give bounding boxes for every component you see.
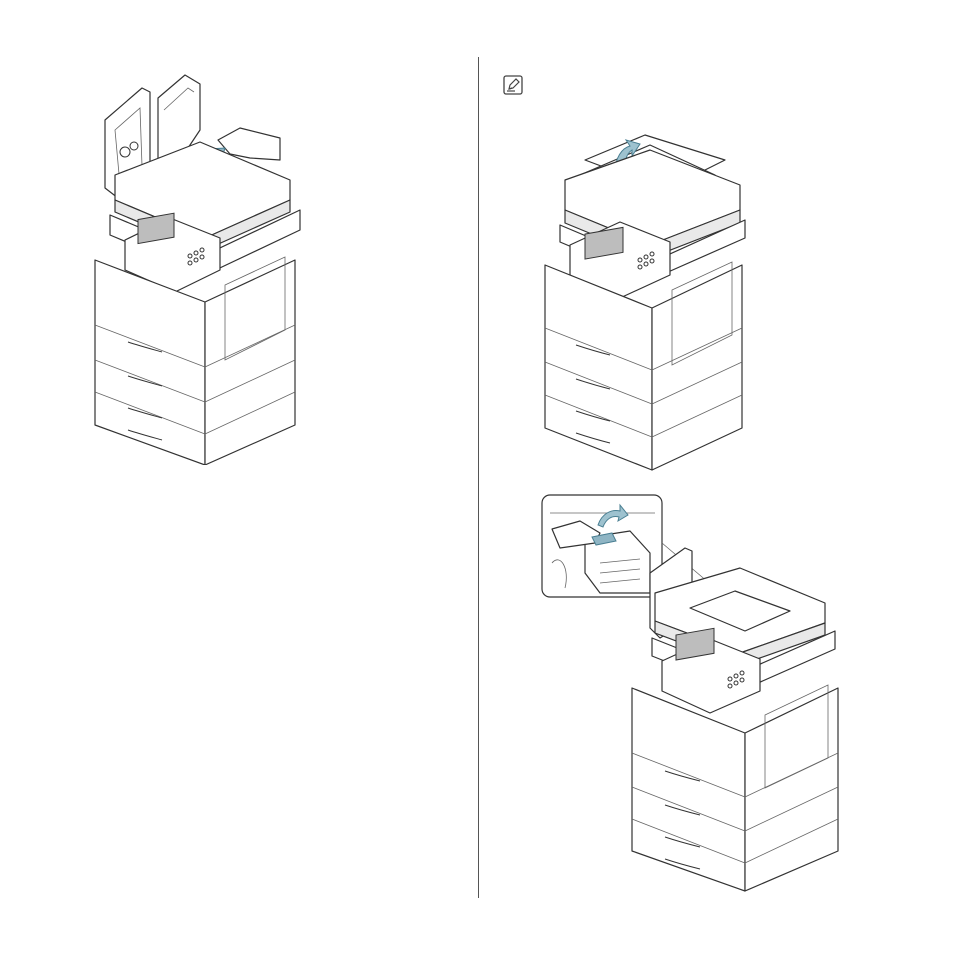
printer-adf-inner-cover-icon	[540, 493, 850, 898]
printer-adf-cover-open-icon	[90, 70, 305, 465]
column-divider	[478, 57, 479, 898]
printer-adf-tray-lift-icon	[540, 130, 750, 475]
note-pencil-icon	[503, 75, 523, 95]
